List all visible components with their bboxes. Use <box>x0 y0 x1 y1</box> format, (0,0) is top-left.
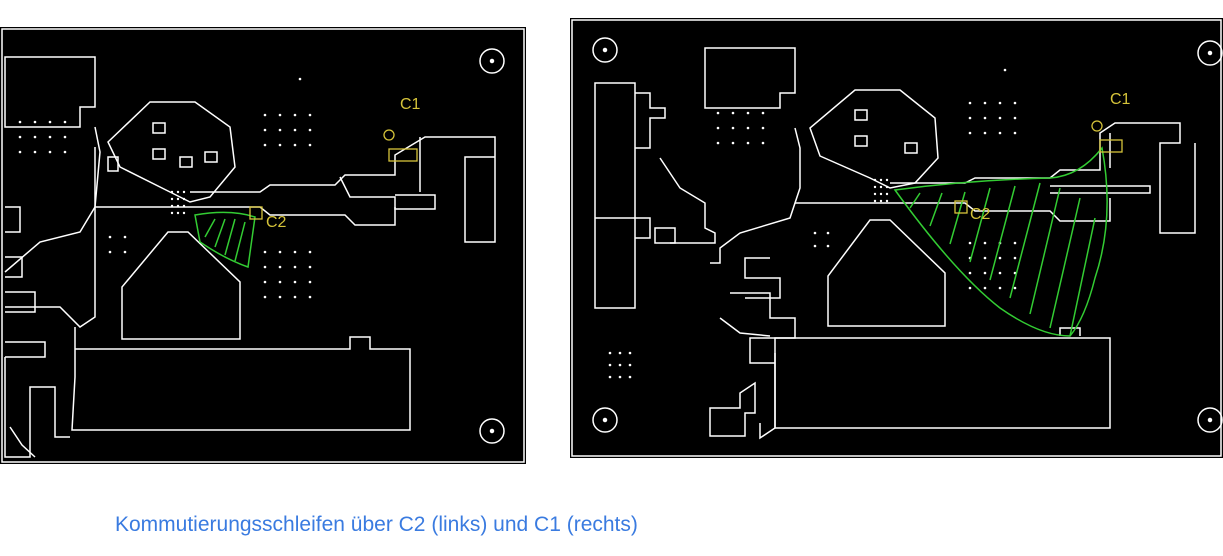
via-array <box>608 68 1017 379</box>
copper-pad <box>904 142 918 154</box>
copper-pad <box>121 231 241 340</box>
copper-pad <box>854 109 868 121</box>
mounting-hole-icon <box>592 37 618 63</box>
copper-pad <box>709 381 756 437</box>
copper-pad <box>854 135 868 147</box>
copper-trace <box>9 426 36 458</box>
annotation-box-c2 <box>954 200 968 214</box>
copper-pour <box>809 89 939 189</box>
copper-pad <box>1059 327 1081 336</box>
copper-trace <box>744 257 781 299</box>
copper-pad <box>204 151 218 163</box>
copper-trace <box>190 136 496 243</box>
copper-pad <box>654 227 676 244</box>
via-array <box>18 77 312 299</box>
copper-pad <box>5 291 36 313</box>
copper-trace <box>1050 185 1151 194</box>
mounting-hole-icon <box>1197 40 1223 66</box>
copper-pad <box>107 156 119 172</box>
commutation-loop-marking <box>893 146 1108 337</box>
annotation-label-c1: C1 <box>400 96 421 113</box>
commutation-loop-marking <box>194 211 256 269</box>
copper-pad <box>704 47 796 109</box>
pcb-layout-right: C1 C2 <box>570 18 1223 458</box>
copper-pad <box>594 82 636 309</box>
copper-trace <box>759 353 776 440</box>
annotation-circle <box>1091 120 1103 132</box>
copper-trace <box>730 292 796 364</box>
pcb-layout-left: C1 C2 <box>0 27 526 464</box>
copper-trace <box>659 157 716 244</box>
copper-pour <box>774 337 1111 429</box>
copper-pour <box>107 101 236 203</box>
copper-trace <box>5 147 96 328</box>
annotation-box-c1 <box>1099 139 1123 153</box>
copper-trace <box>635 92 666 149</box>
annotation-box-c2 <box>249 206 263 220</box>
copper-pad <box>5 256 23 278</box>
annotation-label-c2: C2 <box>970 206 991 223</box>
pcb-right-svg: C1 C2 <box>571 19 1223 457</box>
annotation-label-c1: C1 <box>1110 91 1131 108</box>
copper-pad <box>152 122 166 134</box>
annotation-circle <box>383 129 395 141</box>
copper-trace <box>795 198 1111 222</box>
annotation-label-c2: C2 <box>266 214 287 231</box>
mounting-hole-icon <box>1197 407 1223 433</box>
annotation-box-c1 <box>388 148 418 162</box>
copper-pad <box>5 206 21 233</box>
figure-caption: Kommutierungsschleifen über C2 (links) u… <box>115 513 638 536</box>
mounting-hole-icon <box>479 418 505 444</box>
copper-pad <box>179 156 193 168</box>
copper-pad <box>827 219 946 327</box>
copper-pad <box>5 341 46 358</box>
pcb-left-svg: C1 C2 <box>1 28 525 463</box>
copper-trace <box>710 127 801 264</box>
mounting-hole-icon <box>592 407 618 433</box>
copper-trace <box>595 217 651 239</box>
copper-pad <box>4 56 96 128</box>
copper-trace <box>719 317 771 337</box>
copper-pad <box>152 148 166 160</box>
board-outline <box>1 28 525 463</box>
copper-trace <box>4 357 70 458</box>
copper-trace <box>4 126 101 273</box>
copper-trace <box>890 122 1196 234</box>
mounting-hole-icon <box>479 48 505 74</box>
board-outline <box>571 19 1222 457</box>
copper-pour <box>71 327 411 431</box>
